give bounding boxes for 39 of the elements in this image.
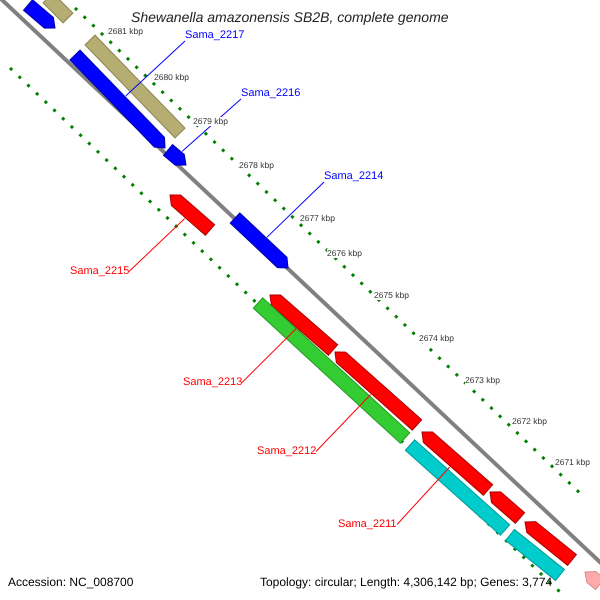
gene-feature [334,352,422,431]
leader-line [266,182,324,238]
gene-feature [42,0,74,24]
gene-feature [162,144,187,166]
gene-feature [404,439,510,536]
leader-line [242,328,297,383]
footer-text: Accession: NC_008700 [8,576,134,588]
leader-line [316,394,372,452]
scale-label: 2673 kbp [465,376,500,384]
gene-feature [169,194,216,236]
scale-label: 2679 kbp [193,117,228,126]
gene-label: Sama_2217 [185,30,244,41]
leader-line [125,40,186,96]
scale-label: 2672 kbp [512,417,547,426]
scale-label: 2678 kbp [239,161,274,170]
footer-text: Topology: circular; Length: 4,306,142 bp; Genes: 3,774 [260,576,552,588]
gene-label: Sama_2214 [324,171,384,182]
scale-label: 2681 kbp [108,27,143,36]
gene-feature [584,571,600,590]
gene-label: Sama_2215 [70,266,130,277]
gene-label: Sama_2216 [241,88,300,99]
scale-label: 2677 kbp [300,214,335,222]
gene-label: Sama_2212 [257,446,316,457]
leader-line [128,218,186,272]
gene-feature [269,294,338,356]
title: Shewanella amazonensis SB2B, complete genome [131,10,449,24]
gene-feature [489,491,526,524]
gene-feature [524,521,578,566]
gene-feature [230,212,289,269]
gene-label: Sama_2211 [338,519,397,530]
scale-label: 2674 kbp [419,334,454,342]
scale-label: 2671 kbp [555,458,590,466]
gene-feature [421,432,494,496]
scale-label: 2676 kbp [327,249,362,258]
scale-label: 2680 kbp [154,73,189,82]
leader-line [396,466,450,525]
scale-label: 2675 kbp [374,291,409,300]
gene-feature [22,0,56,29]
gene-label: Sama_2213 [183,377,242,388]
